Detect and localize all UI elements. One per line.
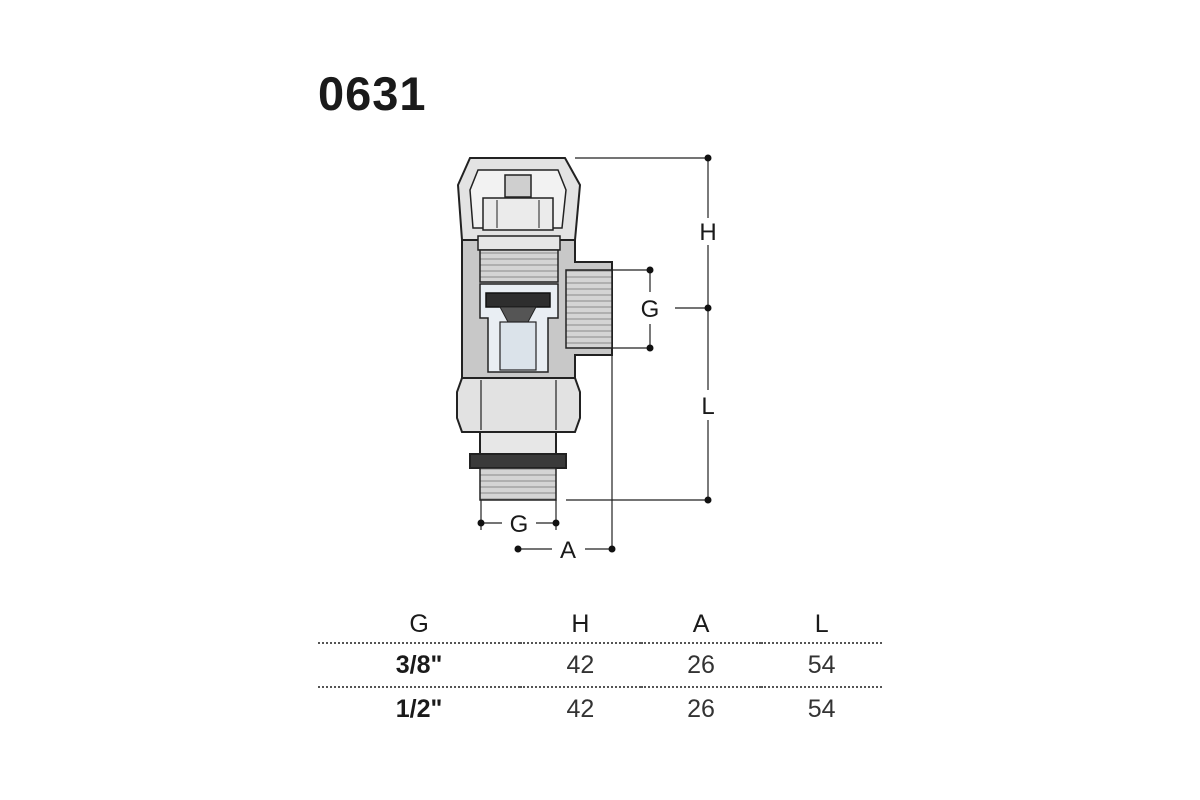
dim-label-a: A	[560, 537, 576, 564]
dim-label-g-side: G	[641, 296, 660, 323]
table-header-a: A	[640, 606, 762, 644]
tailpiece	[469, 431, 567, 501]
table-header-h: H	[520, 606, 641, 644]
union-nut	[456, 377, 581, 433]
valve-body	[456, 157, 613, 379]
table-header-l: L	[761, 606, 882, 644]
dimension-table: G H A L 3/8" 42 26 54 1/2" 42 26 54	[318, 606, 882, 730]
product-code: 0631	[318, 67, 427, 120]
dimension-lines	[477, 154, 712, 553]
table-cell-a: 26	[640, 643, 762, 688]
dim-label-h: H	[699, 219, 716, 246]
table-cell-size: 3/8"	[318, 643, 521, 688]
table-cell-a: 26	[687, 694, 715, 723]
table-header-row: G H A L	[318, 606, 882, 644]
table-cell-h: 42	[520, 643, 641, 688]
table-cell-l: 54	[807, 694, 836, 723]
table-cell-size: 1/2"	[395, 694, 443, 723]
table-row: 3/8" 42 26 54	[318, 643, 882, 688]
table-cell-l: 54	[761, 643, 882, 688]
dim-label-l: L	[701, 393, 714, 420]
table-header-g: G	[318, 606, 521, 644]
table-row: 1/2" 42 26 54	[318, 687, 882, 730]
dim-label-g-bottom: G	[510, 511, 529, 538]
table-cell-h: 42	[566, 694, 595, 723]
